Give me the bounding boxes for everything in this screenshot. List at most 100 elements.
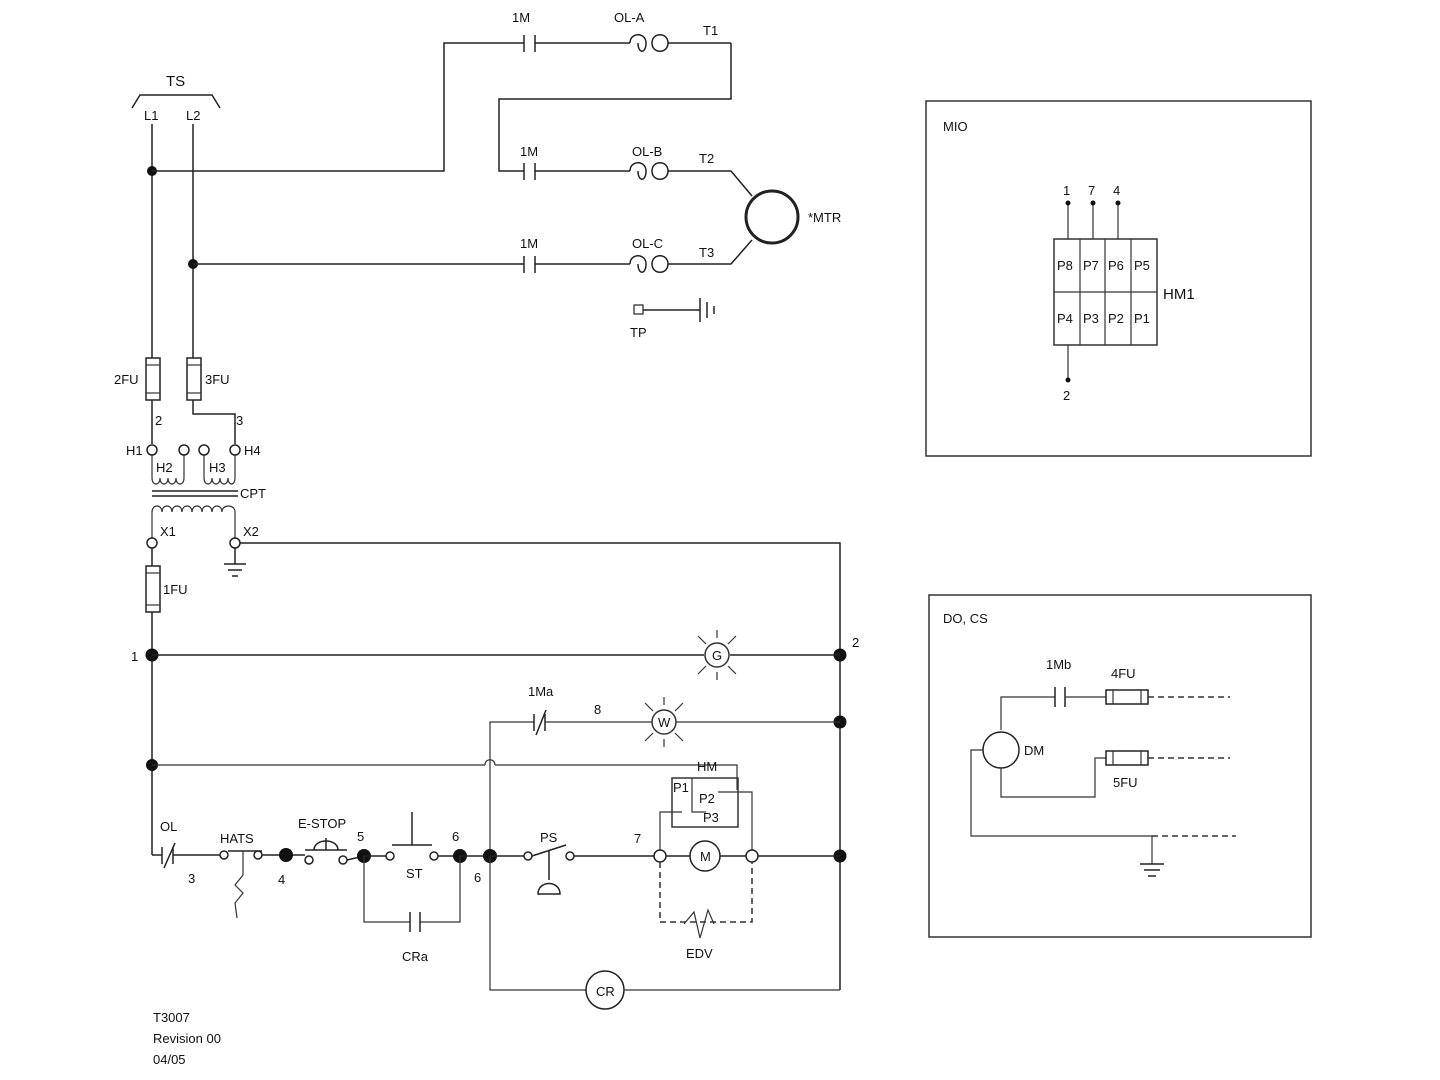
g-lamp-label: G [712,648,722,663]
dm-label: DM [1024,743,1044,758]
x2-label: X2 [243,524,259,539]
edv-label: EDV [686,946,713,961]
x2-return-wire [240,542,841,655]
power-circuit: TS L1 L2 1M OL-A T1 1M OL-B T2 [114,10,841,655]
mio-pin-2: 2 [1063,388,1070,403]
node-7-label: 7 [634,831,641,846]
h2-label: H2 [156,460,173,475]
edv-heater-element [683,908,715,939]
h3-label: H3 [209,460,226,475]
white-light-rays [644,697,684,747]
t3-wire [668,239,753,265]
date: 04/05 [153,1052,186,1067]
mio-p8: P8 [1057,258,1073,273]
t1-label: T1 [703,23,718,38]
mio-title: MIO [943,119,968,134]
node-4-label: 4 [278,872,285,887]
l2-label: L2 [186,108,200,123]
do-cs-border [928,594,1312,938]
hm-p2-label: P2 [699,791,715,806]
hats-label: HATS [220,831,254,846]
terminal-strip-bracket [131,94,221,109]
node-3-label: 3 [188,871,195,886]
ol-nc-contact [163,842,176,869]
hour-meter-hm [671,777,739,828]
node-2-label: 2 [852,635,859,650]
w-rung-wire [489,721,534,855]
t2-wire [668,170,753,197]
wire-3 [192,400,236,444]
cpt-secondary-coil [151,505,236,538]
ps-label: PS [540,830,558,845]
1ma-label: 1Ma [528,684,554,699]
fuse-5fu [1105,750,1149,766]
dm-motor-symbol [982,731,1020,769]
t2-label: T2 [699,151,714,166]
tp-label: TP [630,325,647,340]
olc-heater [629,255,669,273]
l1-feed-wire [152,42,524,172]
estop-label: E-STOP [298,816,346,831]
olb-label: OL-B [632,144,662,159]
title-block: T3007 Revision 00 04/05 [153,1010,221,1067]
fuse-1fu [145,565,161,613]
l1-label: L1 [144,108,158,123]
mio-pin-1: 1 [1063,183,1070,198]
1ma-nc-contact [535,709,547,736]
node-5-label: 5 [357,829,364,844]
mio-p7: P7 [1083,258,1099,273]
cr-label: CR [596,984,615,999]
fuse-4fu [1105,689,1149,705]
mio-pin-7: 7 [1088,183,1095,198]
edv-heater-box [659,862,753,923]
cpt-label: CPT [240,486,266,501]
ola-label: OL-A [614,10,645,25]
3fu-label: 3FU [205,372,230,387]
mio-p6: P6 [1108,258,1124,273]
t3-label: T3 [699,245,714,260]
2fu-label: 2FU [114,372,139,387]
ts-label: TS [166,73,185,90]
m-coil-label: M [700,849,711,864]
mio-p2: P2 [1108,311,1124,326]
1m-contact-a-label: 1M [512,10,530,25]
mio-p4: P4 [1057,311,1073,326]
pressure-switch [531,844,567,857]
green-light-rays [697,630,737,680]
h4-label: H4 [244,443,261,458]
1mb-label: 1Mb [1046,657,1071,672]
x1-label: X1 [160,524,176,539]
ola-heater [629,34,669,52]
5fu-label: 5FU [1113,775,1138,790]
drawing-number: T3007 [153,1010,190,1025]
fuse-2fu [145,357,161,401]
cpt-primary-coil-1 [151,455,185,485]
1m-contact-b-label: 1M [520,144,538,159]
st-label: ST [406,866,423,881]
fuse-3fu [186,357,202,401]
motor-label: *MTR [808,210,841,225]
mio-pin-4: 4 [1113,183,1120,198]
mio-p1: P1 [1134,311,1150,326]
olb-heater [629,162,669,180]
1fu-label: 1FU [163,582,188,597]
green-pilot-light [704,642,730,668]
do-cs-panel: DO, CS 1Mb 4FU DM 5FU [928,594,1312,938]
node-8-label: 8 [594,702,601,717]
wire-crossover [484,759,496,766]
wire-2-label: 2 [155,413,162,428]
cpt-primary-coil-2 [203,455,236,485]
mio-p3: P3 [1083,311,1099,326]
cra-label: CRa [402,949,429,964]
w-lamp-label: W [658,715,671,730]
mio-border [925,100,1312,457]
mio-panel: MIO 1 7 4 P8 P7 P6 P5 P4 P3 P2 P1 HM1 2 [925,100,1312,457]
h1-label: H1 [126,443,143,458]
1m-contact-c-label: 1M [520,236,538,251]
test-point-terminal [633,304,644,315]
olc-label: OL-C [632,236,663,251]
t1-wire [498,43,732,172]
node-1-label: 1 [131,649,138,664]
ol-label: OL [160,819,177,834]
